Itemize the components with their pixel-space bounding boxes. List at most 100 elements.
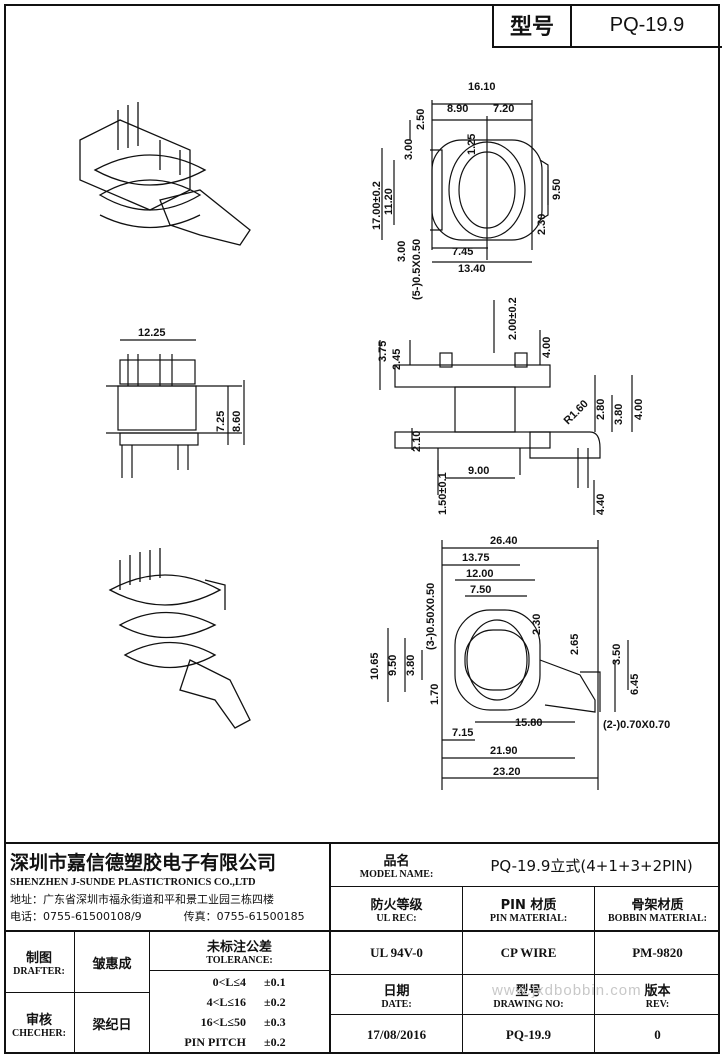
dim-bottom-7-50: 7.50 <box>470 584 491 596</box>
dim-bottom-12-00: 12.00 <box>466 568 494 580</box>
dim-top-11-20: 11.20 <box>383 188 395 215</box>
drafter-value: 皱惠成 <box>92 956 132 972</box>
dim-top-9-50: 9.50 <box>551 179 563 200</box>
dim-front-2-00: 2.00±0.2 <box>507 297 519 340</box>
company-address: 地址：广东省深圳市福永街道和平和景工业园三栋四楼 <box>10 893 274 906</box>
drawing-no-value: PQ-19.9 <box>505 1026 552 1042</box>
dim-top-7-20: 7.20 <box>493 103 514 115</box>
model-name-label-cn: 品名 <box>383 854 410 869</box>
rev-label-cn: 版本 <box>644 983 671 999</box>
drafter-label-en: DRAFTER: <box>13 966 65 977</box>
dim-top-7-45: 7.45 <box>452 246 473 258</box>
isometric-view-bottom <box>108 548 251 729</box>
pin-material-label-en: PIN MATERIAL: <box>489 912 568 924</box>
dim-bottom-9-50: 9.50 <box>387 655 399 676</box>
dim-bottom-10-65: 10.65 <box>369 652 381 680</box>
tolerance-range: 0<L≤4 <box>212 974 246 989</box>
dim-side-7-25: 7.25 <box>215 411 227 432</box>
ul-label-en: UL REC: <box>376 912 417 924</box>
date-label-cn: 日期 <box>383 983 410 999</box>
technical-drawing: 16.10 8.90 7.20 2.50 3.00 1.25 17.00±0.2… <box>79 81 670 790</box>
pin-material-label-cn: PIN 材质 <box>500 897 557 913</box>
bobbin-material-label-cn: 骨架材质 <box>631 897 684 913</box>
checker-value: 梁纪日 <box>92 1018 132 1033</box>
dim-bottom-pin-spec-2: (2-)0.70X0.70 <box>603 719 670 731</box>
dim-bottom-6-45: 6.45 <box>629 674 641 695</box>
dim-top-2-50: 2.50 <box>415 109 427 130</box>
dim-bottom-2-65: 2.65 <box>569 634 581 655</box>
dim-front-r1-60: R1.60 <box>562 398 591 427</box>
tolerance-range: 4<L≤16 <box>206 994 246 1009</box>
tolerance-value: ±0.1 <box>264 974 286 989</box>
dim-bottom-26-40: 26.40 <box>490 535 518 547</box>
rev-value: 0 <box>654 1026 661 1042</box>
dim-front-4-00-b: 4.00 <box>633 399 645 420</box>
company-name-en: SHENZHEN J-SUNDE PLASTICTRONICS CO.,LTD <box>10 876 256 888</box>
isometric-view-top <box>79 102 251 246</box>
dim-front-2-80: 2.80 <box>595 399 607 420</box>
tolerance-row: PIN PITCH ±0.2 <box>150 1032 329 1052</box>
tolerance-label-cn: 未标注公差 <box>206 940 272 955</box>
tolerance-value: ±0.2 <box>264 994 286 1009</box>
dim-bottom-7-15: 7.15 <box>452 727 473 739</box>
model-name-label-en: MODEL NAME: <box>359 869 434 880</box>
dim-front-2-10: 2.10 <box>411 431 423 452</box>
checker-label-en: CHECHER: <box>12 1027 66 1039</box>
watermark: www.jxdbobbin.com <box>492 982 642 999</box>
tolerance-value: ±0.2 <box>264 1034 286 1049</box>
company-tel: 电话：0755-61500108/9 <box>10 910 142 923</box>
front-view <box>379 300 633 515</box>
dim-front-3-80: 3.80 <box>613 404 625 425</box>
dim-side-12-25: 12.25 <box>138 327 166 339</box>
date-label-en: DATE: <box>381 998 412 1010</box>
ul-value: UL 94V-0 <box>370 945 423 960</box>
model-box-label: 型号 <box>494 4 572 46</box>
drawing-no-label-cn: 型号 <box>515 983 542 999</box>
dim-front-1-50: 1.50±0.1 <box>437 472 449 515</box>
bottom-view <box>387 540 629 790</box>
dim-bottom-2-30: 2.30 <box>531 614 543 635</box>
bobbin-material-value: PM-9820 <box>632 945 683 960</box>
dim-top-3-00-b: 3.00 <box>396 241 408 262</box>
dim-bottom-15-80: 15.80 <box>515 717 543 729</box>
tolerance-label-en: TOLERANCE: <box>206 955 273 966</box>
dim-front-4-00: 4.00 <box>541 337 553 358</box>
dim-top-8-90: 8.90 <box>447 103 468 115</box>
dim-front-3-75: 3.75 <box>377 341 389 362</box>
pin-material-value: CP WIRE <box>500 945 557 960</box>
ul-label-cn: 防火等级 <box>370 897 423 913</box>
tolerance-value: ±0.3 <box>264 1014 286 1029</box>
dim-top-2-30: 2.30 <box>536 214 548 235</box>
model-box-value: PQ-19.9 <box>609 13 685 36</box>
dim-bottom-23-20: 23.20 <box>493 766 521 778</box>
tolerance-row: 16<L≤50 ±0.3 <box>150 1012 329 1032</box>
rev-label-en: REV: <box>645 998 670 1010</box>
dim-bottom-pin-spec: (3-)0.50X0.50 <box>425 583 437 650</box>
dim-bottom-1-70: 1.70 <box>429 684 441 705</box>
side-view <box>106 339 245 478</box>
drawing-sheet <box>4 4 720 1054</box>
dim-bottom-3-50: 3.50 <box>611 644 623 665</box>
checker-label-cn: 审核 <box>25 1012 52 1028</box>
bobbin-material-label-en: BOBBIN MATERIAL: <box>608 912 707 924</box>
dim-top-16-10: 16.10 <box>468 81 496 93</box>
dim-side-8-60: 8.60 <box>231 411 243 432</box>
dim-front-9-00: 9.00 <box>468 465 489 477</box>
dim-bottom-13-75: 13.75 <box>462 552 490 564</box>
dim-front-4-40: 4.40 <box>595 494 607 515</box>
dim-top-pin-spec: (5-)0.5X0.50 <box>411 239 423 300</box>
drawing-no-label-en: DRAWING NO: <box>493 998 564 1010</box>
drafter-label-cn: 制图 <box>25 951 52 966</box>
company-fax: 传真：0755-61500185 <box>183 910 305 923</box>
tolerance-range: 16<L≤50 <box>200 1014 246 1029</box>
dim-top-1-25: 1.25 <box>466 134 478 155</box>
company-name-cn: 深圳市嘉信德塑胶电子有限公司 <box>10 851 277 874</box>
dim-top-3-00: 3.00 <box>403 139 415 160</box>
title-block: 深圳市嘉信德塑胶电子有限公司 SHENZHEN J-SUNDE PLASTICT… <box>4 842 720 1054</box>
model-name-value: PQ-19.9立式(4+1+3+2PIN) <box>490 856 693 875</box>
tolerance-table: 0<L≤4 ±0.1 4<L≤16 ±0.2 16<L≤50 ±0.3 PIN … <box>150 972 329 1054</box>
dim-top-13-40: 13.40 <box>458 263 486 275</box>
top-view <box>381 100 549 263</box>
date-value: 17/08/2016 <box>366 1026 427 1042</box>
tolerance-row: 4<L≤16 ±0.2 <box>150 992 329 1012</box>
